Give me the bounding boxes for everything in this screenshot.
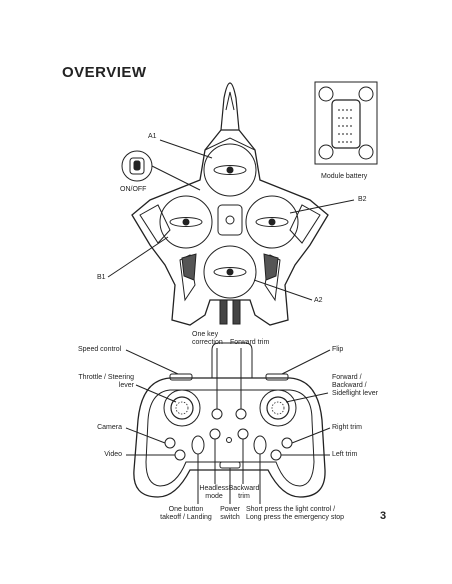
label-right-trim: Right trim bbox=[332, 424, 362, 431]
label-a1: A1 bbox=[148, 133, 157, 140]
propeller-b2 bbox=[245, 195, 299, 249]
label-short-press-1: Short press the light control / bbox=[246, 506, 336, 513]
backward-trim-button bbox=[237, 428, 249, 440]
label-fbs-1: Forward / bbox=[332, 374, 362, 381]
video-button bbox=[174, 449, 186, 461]
label-fbs-2: Backward / bbox=[332, 382, 367, 389]
label-speed-control: Speed control bbox=[78, 346, 122, 353]
propeller-a1 bbox=[203, 143, 257, 197]
label-throttle-1: Throttle / Steering bbox=[78, 374, 134, 381]
camera-button bbox=[164, 437, 176, 449]
label-camera: Camera bbox=[97, 424, 122, 431]
label-fbs-3: Sideflight lever bbox=[332, 390, 378, 397]
label-one-button-2: takeoff / Landing bbox=[160, 514, 212, 521]
label-b2: B2 bbox=[358, 196, 367, 203]
label-video: Video bbox=[104, 451, 122, 458]
label-power-2: switch bbox=[220, 514, 240, 521]
label-headless-2: mode bbox=[205, 493, 223, 500]
label-module-battery: Module battery bbox=[321, 173, 368, 180]
label-one-key-correction-1: One key bbox=[192, 331, 219, 338]
takeoff-landing-button bbox=[191, 435, 205, 455]
label-forward-trim: Forward trim bbox=[230, 339, 270, 346]
left-stick-icon bbox=[163, 389, 201, 427]
label-left-trim: Left trim bbox=[332, 451, 358, 458]
light-emergency-button bbox=[253, 435, 267, 455]
label-backward-trim-1: Backward bbox=[228, 485, 260, 492]
label-a2: A2 bbox=[314, 297, 323, 304]
propeller-a2 bbox=[203, 245, 257, 299]
label-b1: B1 bbox=[97, 274, 106, 281]
indicator-led bbox=[226, 437, 232, 443]
propeller-b1 bbox=[159, 195, 213, 249]
right-stick-icon bbox=[259, 389, 297, 427]
label-on-off: ON/OFF bbox=[120, 186, 147, 193]
label-short-press-2: Long press the emergency stop bbox=[246, 514, 345, 521]
drone-body bbox=[131, 82, 329, 326]
label-one-button-1: One button bbox=[168, 506, 204, 513]
left-trim-button bbox=[270, 449, 282, 461]
page-number: 3 bbox=[380, 510, 387, 522]
one-key-correction-button bbox=[211, 408, 223, 420]
power-switch bbox=[219, 461, 241, 469]
label-power-1: Power bbox=[220, 506, 240, 513]
right-trim-button bbox=[281, 437, 293, 449]
label-flip: Flip bbox=[332, 346, 344, 353]
controller-body bbox=[133, 342, 326, 498]
page-title: OVERVIEW bbox=[62, 64, 147, 81]
label-one-key-correction-2: correction bbox=[192, 339, 223, 346]
label-throttle-2: lever bbox=[118, 382, 134, 389]
label-backward-trim-2: trim bbox=[238, 493, 250, 500]
battery-module-icon bbox=[314, 81, 378, 165]
label-headless-1: Headless bbox=[199, 485, 229, 492]
on-off-switch-icon bbox=[121, 150, 201, 191]
forward-trim-button bbox=[235, 408, 247, 420]
headless-mode-button bbox=[209, 428, 221, 440]
